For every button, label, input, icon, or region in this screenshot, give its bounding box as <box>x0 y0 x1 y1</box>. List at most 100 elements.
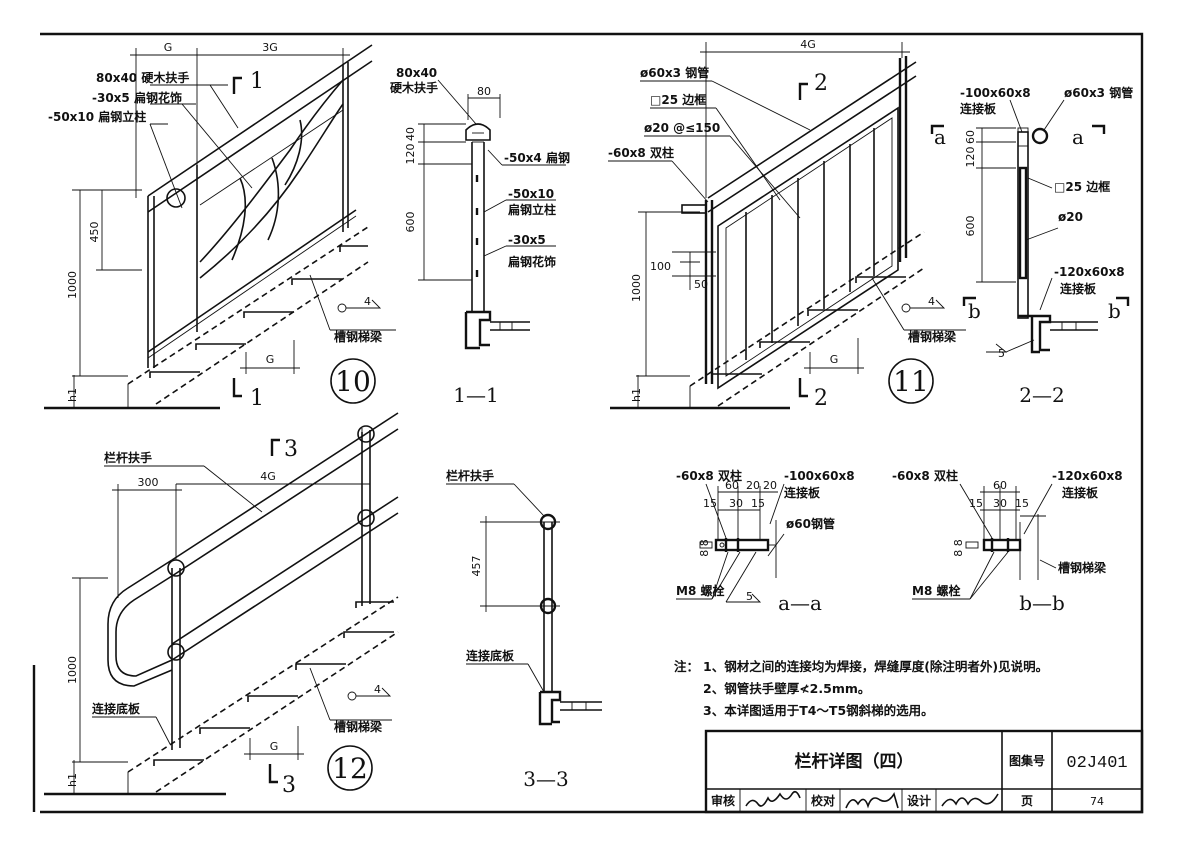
dim-15a: 15 <box>969 497 983 510</box>
dim-40: 40 <box>404 127 417 141</box>
section-title: b—b <box>1019 591 1065 615</box>
note-1: 1、钢材之间的连接均为焊接，焊缝厚度(除注明者外)见说明。 <box>703 659 1048 674</box>
detail-12: 300 4G 1000 h1 G 栏杆扶手 连接底板 槽钢梯梁 4 3 3 12 <box>44 412 399 798</box>
dim-h1: h1 <box>66 773 79 787</box>
title-block: 栏杆详图（四） 图集号 02J401 审核 校对 设计 页 74 <box>704 729 1144 814</box>
dim-100: 100 <box>650 260 671 273</box>
section-3-3: 457 栏杆扶手 连接底板 3—3 <box>446 468 602 791</box>
label-frame: □25 边框 <box>1054 179 1110 194</box>
label-post: -60x8 双柱 <box>892 468 958 483</box>
dim-15b: 15 <box>751 497 765 510</box>
signature-review <box>745 790 801 807</box>
weld-mark: 4 <box>364 295 371 308</box>
dim-15a: 15 <box>703 497 717 510</box>
signature-check <box>845 792 899 809</box>
label-plate: -100x60x8 <box>784 469 855 483</box>
check-label: 校对 <box>811 793 835 808</box>
label-post: -60x8 双柱 <box>676 468 742 483</box>
note-prefix: 注： <box>674 659 699 674</box>
label-pipe: ø60钢管 <box>786 516 835 531</box>
label-handrail-2: 硬木扶手 <box>390 80 438 95</box>
dim-120: 120 <box>964 147 977 168</box>
cut-2-top: 2 <box>814 71 828 96</box>
section-title: 1—1 <box>453 383 498 407</box>
dim-30: 30 <box>729 497 743 510</box>
label-pipe: ø60x3 钢管 <box>1064 85 1133 100</box>
cut-3-top: 3 <box>284 437 298 462</box>
section-a-a: 60 20 20 15 30 15 8 8 -60x8 双柱 -100x60x8… <box>676 468 855 615</box>
section-1-1: 80 40 120 600 80x40 硬木扶手 -50x4 扁钢 -50x10… <box>390 66 570 407</box>
section-title: 3—3 <box>523 767 568 791</box>
dim-20b: 20 <box>763 479 777 492</box>
label-base: 连接底板 <box>466 648 515 663</box>
weld-mark: 5 <box>998 347 1005 360</box>
design-label: 设计 <box>907 793 931 808</box>
dim-600: 600 <box>404 212 417 233</box>
dim-3g: 3G <box>262 41 278 54</box>
label-handrail: 栏杆扶手 <box>104 450 152 465</box>
note-2: 2、钢管扶手壁厚≮2.5mm。 <box>703 681 870 696</box>
dim-450: 450 <box>88 222 101 243</box>
label-handrail: 80x40 硬木扶手 <box>96 70 189 85</box>
section-b-b: 60 15 30 15 8 8 -60x8 双柱 -120x60x8 连接板 槽… <box>892 468 1123 615</box>
cut-1-bottom: 1 <box>250 386 264 411</box>
weld-mark: 4 <box>374 683 381 696</box>
dim-88: 8 8 <box>698 539 711 557</box>
label-flat: -50x4 扁钢 <box>504 150 570 165</box>
detail-10: G 3G 450 1000 h1 G 80x40 硬木扶手 -30x5 扁钢花饰… <box>44 41 396 411</box>
note-3: 3、本详图适用于T4～T5钢斜梯的选用。 <box>703 703 934 718</box>
label-bolt: M8 螺栓 <box>676 583 724 598</box>
dim-300: 300 <box>138 476 159 489</box>
drawing-title: 栏杆详图（四） <box>795 751 914 772</box>
label-plate-2: 连接板 <box>784 485 821 500</box>
atlas-label: 图集号 <box>1009 753 1045 768</box>
dim-g: G <box>164 41 173 54</box>
label-plate-top: -100x60x8 <box>960 86 1031 100</box>
dim-50: 50 <box>694 278 708 291</box>
page-number: 74 <box>1090 795 1104 808</box>
cut-a-left: a <box>934 125 946 149</box>
cut-1-top: 1 <box>250 69 264 94</box>
dim-457: 457 <box>470 556 483 577</box>
label-plate-bot: -120x60x8 <box>1054 265 1125 279</box>
label-plate: -120x60x8 <box>1052 469 1123 483</box>
label-orn-a: -30x5 <box>508 233 546 247</box>
section-title: a—a <box>778 591 822 615</box>
dim-4g: 4G <box>800 38 816 51</box>
label-post: -50x10 扁钢立柱 <box>48 109 146 124</box>
dim-4g: 4G <box>260 470 276 483</box>
dim-h1: h1 <box>630 388 643 402</box>
label-ornament: -30x5 扁钢花饰 <box>92 90 182 105</box>
label-plate-bot-2: 连接板 <box>1060 281 1097 296</box>
cut-b-left: b <box>968 299 981 323</box>
section-2-2: 60 120 600 -100x60x8 连接板 ø60x3 钢管 □25 边框… <box>930 85 1133 407</box>
detail-number-12: 12 <box>332 752 368 785</box>
label-bar: ø20 <box>1058 210 1083 224</box>
section-title: 2—2 <box>1019 383 1064 407</box>
dim-60: 60 <box>993 479 1007 492</box>
dim-1000: 1000 <box>66 271 79 299</box>
label-bars: ø20 @≤150 <box>644 121 720 135</box>
dim-15b: 15 <box>1015 497 1029 510</box>
weld-mark: 4 <box>928 295 935 308</box>
dim-60: 60 <box>964 130 977 144</box>
cut-3-bottom: 3 <box>282 773 296 798</box>
atlas-number: 02J401 <box>1066 754 1127 773</box>
label-stringer: 槽钢梯梁 <box>908 329 956 344</box>
label-bolt: M8 螺栓 <box>912 583 960 598</box>
cut-2-bottom: 2 <box>814 386 828 411</box>
detail-number-10: 10 <box>335 365 371 398</box>
dim-88: 8 8 <box>952 539 965 557</box>
dim-80: 80 <box>477 85 491 98</box>
dim-g-bottom: G <box>830 353 839 366</box>
dim-g-bottom: G <box>270 740 279 753</box>
dim-1000: 1000 <box>630 274 643 302</box>
sheet-border <box>32 32 1144 814</box>
label-stringer: 槽钢梯梁 <box>334 719 382 734</box>
dim-120: 120 <box>404 144 417 165</box>
detail-11: 4G 1000 h1 100 50 G ø60x3 钢管 □25 边框 ø20 … <box>608 38 966 411</box>
label-post-b: 扁钢立柱 <box>508 202 556 217</box>
label-post: -60x8 双柱 <box>608 145 674 160</box>
